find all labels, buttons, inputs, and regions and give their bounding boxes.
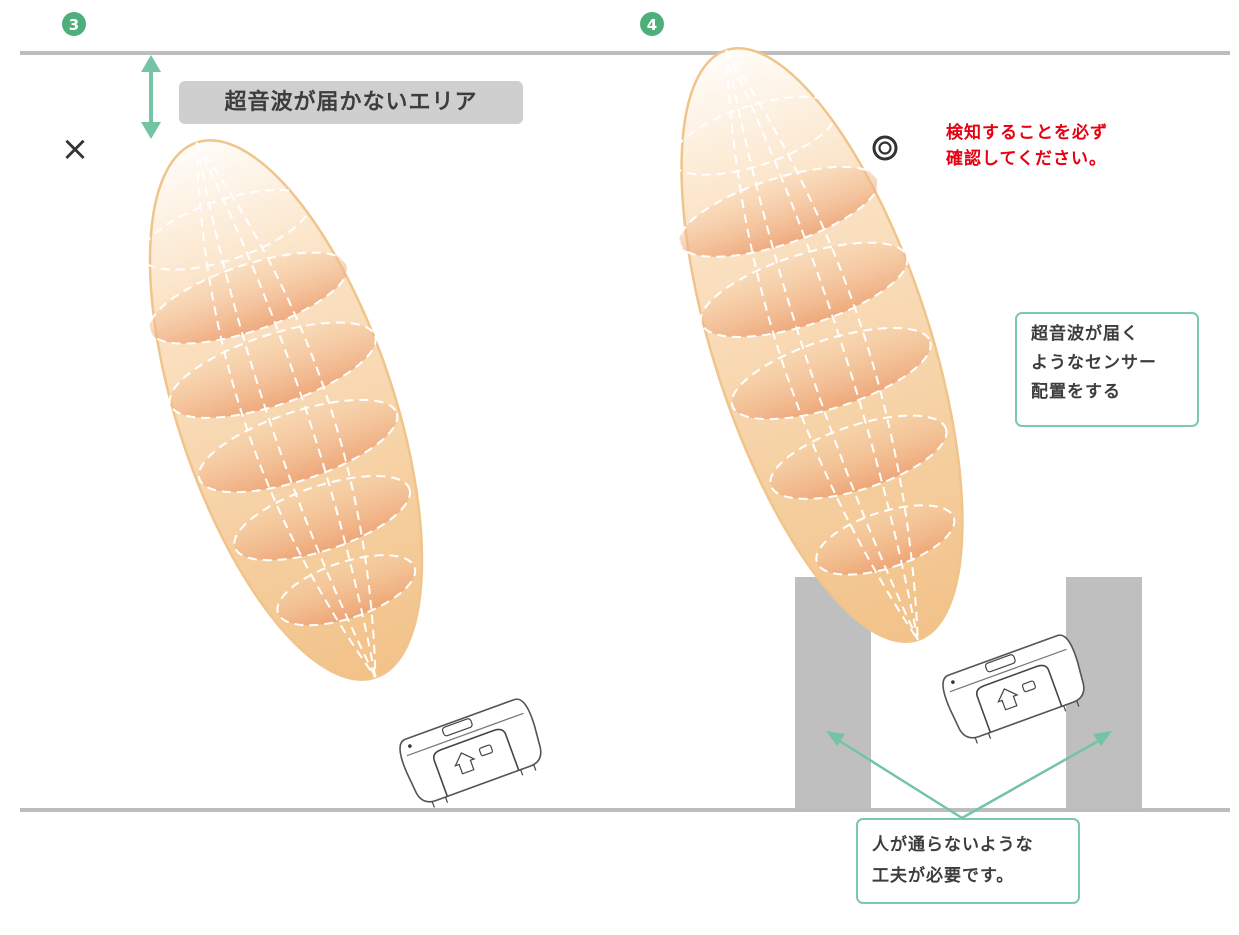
note-line-2: 確認してください。 (946, 149, 1107, 169)
obstacle-callout-box: 人が通らないような 工夫が必要です。 (856, 818, 1080, 904)
placement-line-2: ようなセンサー (1031, 353, 1157, 373)
badge-4: 4 (640, 12, 664, 36)
sensor-device-left (399, 698, 542, 808)
placement-line-1: 超音波が届く (1031, 324, 1139, 344)
badge-3-text: 3 (69, 16, 79, 34)
beam-right (670, 47, 964, 643)
no-reach-area-label: 超音波が届かないエリア (179, 81, 523, 124)
pillar-pointer-arrows (826, 731, 1112, 820)
obstacle-line-1: 人が通らないような (872, 835, 1034, 855)
confirm-detection-note: 検知することを必ず 確認してください。 (946, 120, 1206, 172)
gap-arrow (141, 55, 161, 139)
beam-left (140, 139, 424, 681)
sensor-device-right (942, 634, 1085, 744)
double-circle-mark (872, 135, 898, 161)
cross-mark: × (61, 129, 90, 169)
placement-callout-box: 超音波が届く ようなセンサー 配置をする (1015, 312, 1199, 427)
placement-line-3: 配置をする (1031, 382, 1121, 402)
badge-3: 3 (62, 12, 86, 36)
badge-4-text: 4 (647, 16, 657, 34)
note-line-1: 検知することを必ず (946, 123, 1108, 143)
obstacle-line-2: 工夫が必要です。 (872, 866, 1015, 886)
